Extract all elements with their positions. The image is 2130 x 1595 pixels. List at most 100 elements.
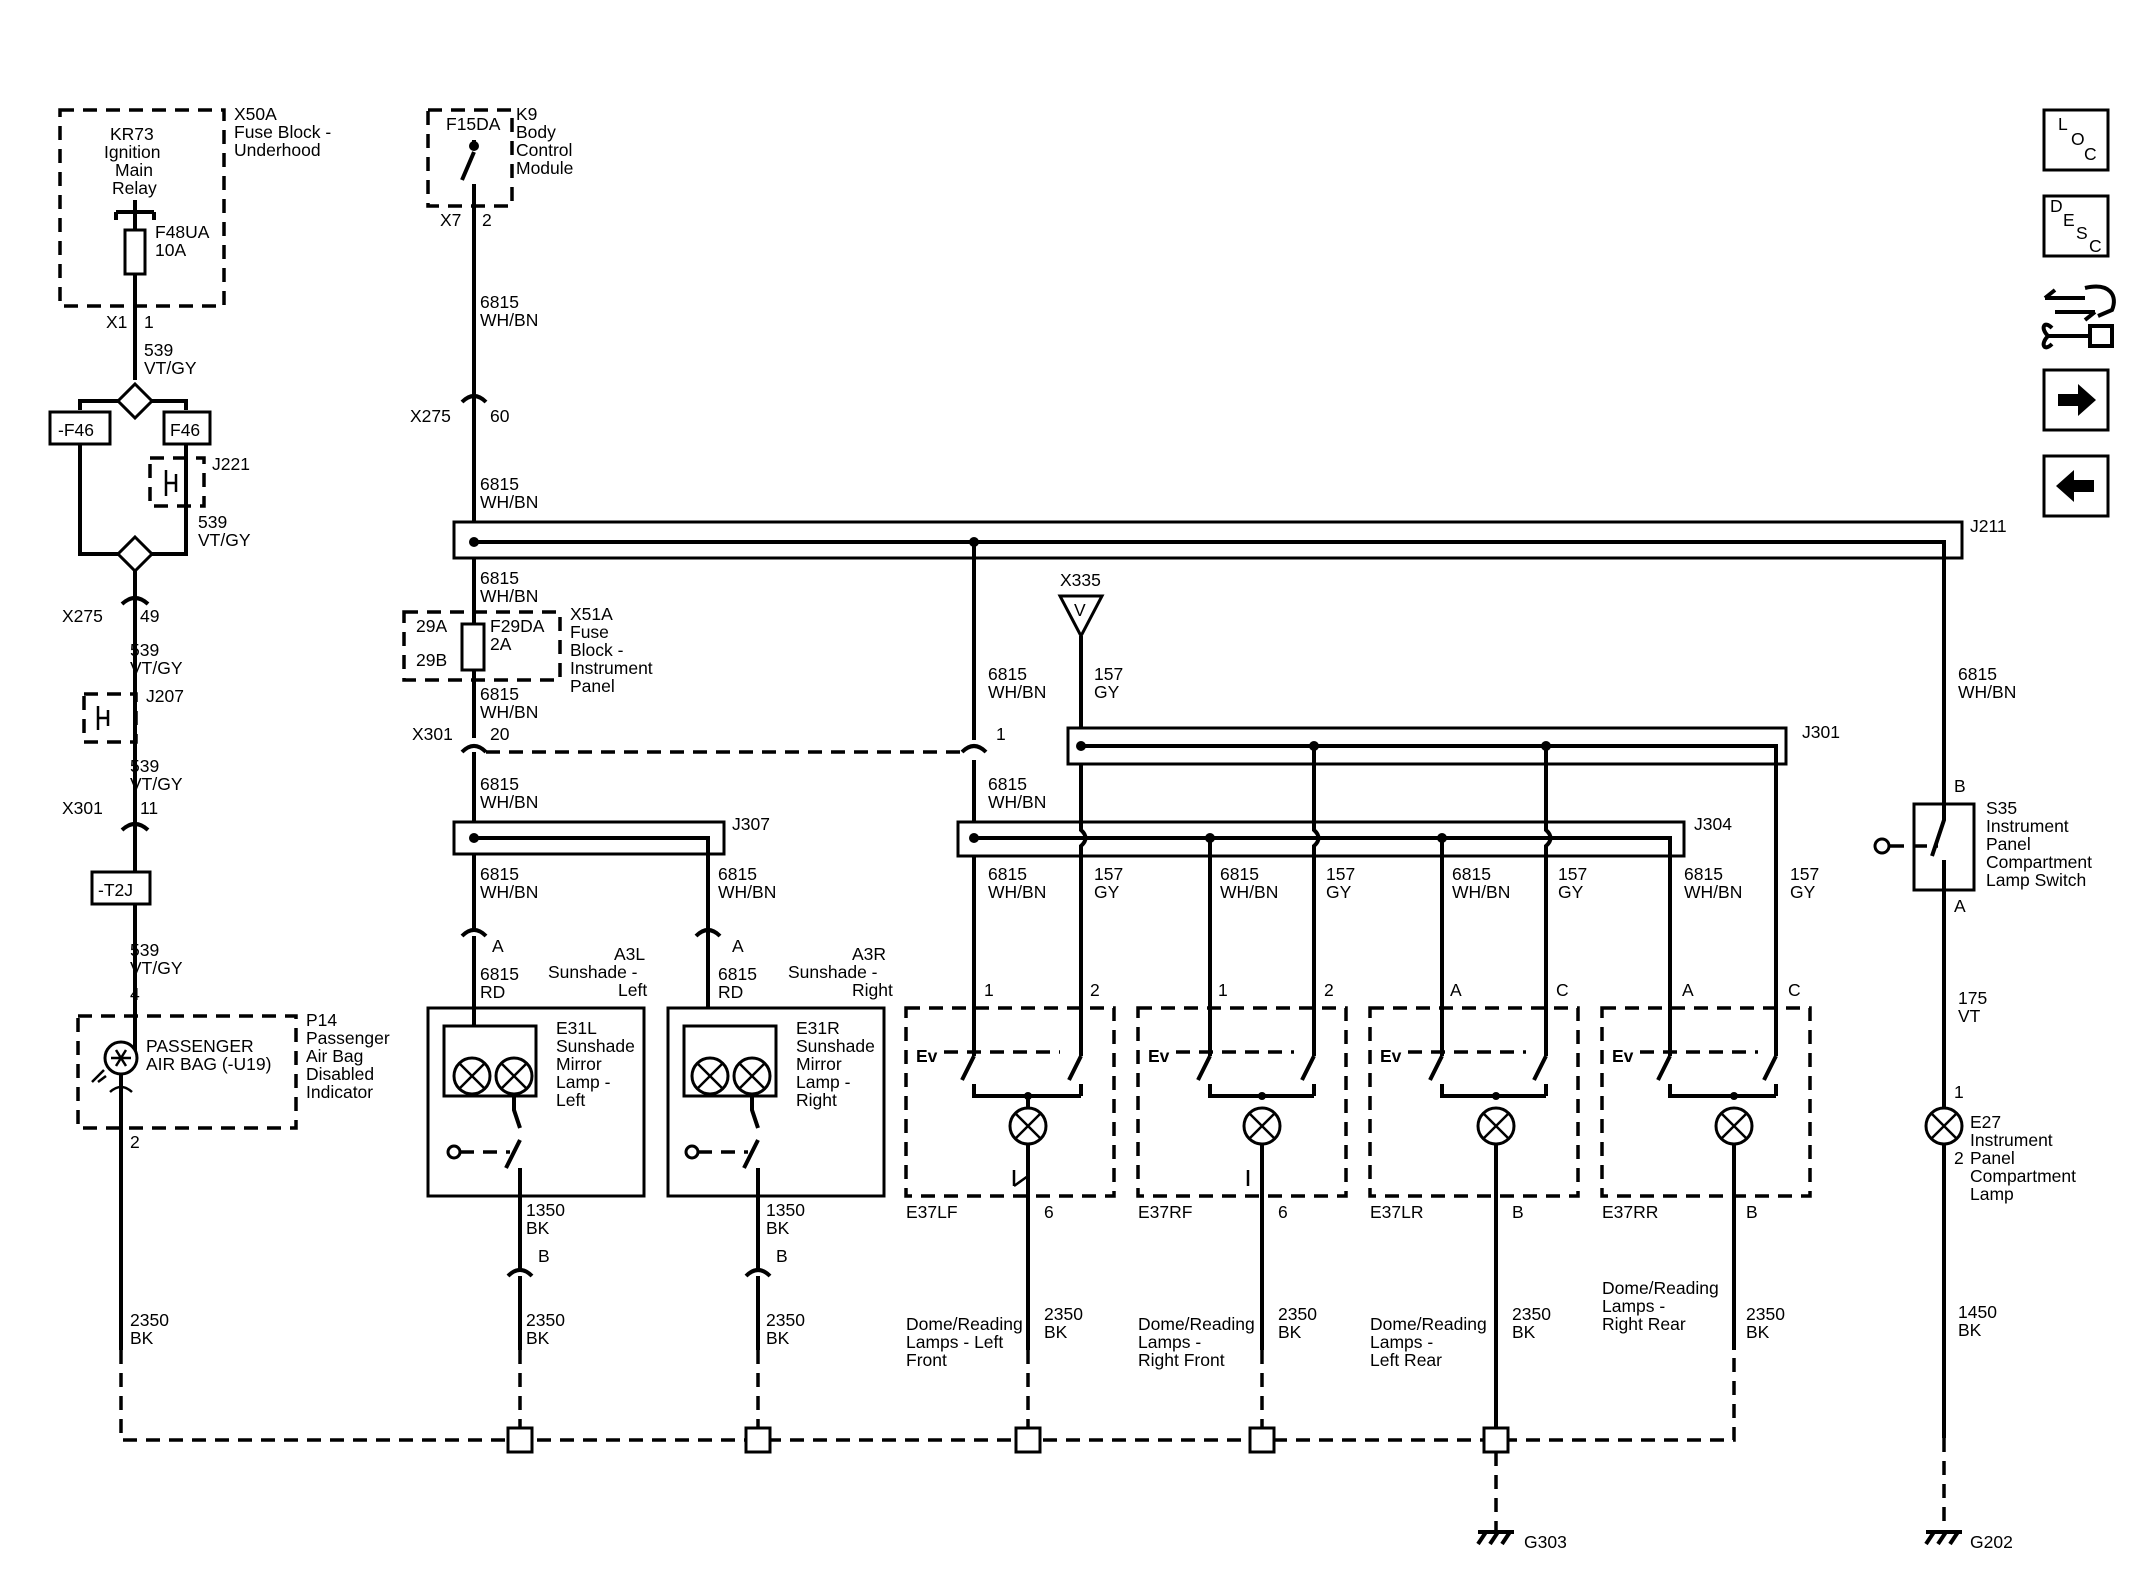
svg-text:E31R: E31R: [796, 1018, 840, 1038]
svg-text:K9: K9: [516, 104, 537, 124]
svg-text:Compartment: Compartment: [1970, 1166, 2076, 1186]
svg-text:WH/BN: WH/BN: [480, 882, 538, 902]
svg-text:WH/BN: WH/BN: [988, 792, 1046, 812]
x301-connector-icon-a: [120, 822, 150, 832]
svg-text:Right: Right: [796, 1090, 837, 1110]
e37rr-lamp-outline: [1600, 1006, 1812, 1198]
svg-text:157: 157: [1094, 664, 1123, 684]
svg-text:4: 4: [130, 984, 140, 1004]
svg-text:B: B: [1746, 1202, 1758, 1222]
dome-feeds: 6815 WH/BN X335 V 157 GY J301 6815 WH/BN…: [956, 542, 1840, 1056]
svg-text:Lamp Switch: Lamp Switch: [1986, 870, 2086, 890]
fuse-tag-f46: [162, 410, 212, 446]
svg-text:J307: J307: [732, 814, 770, 834]
svg-text:6815: 6815: [480, 774, 519, 794]
svg-text:Left: Left: [556, 1090, 585, 1110]
svg-text:F29DA: F29DA: [490, 616, 545, 636]
circuit-6815: F15DA K9 Body Control Module X7 2 6815 W…: [402, 104, 2007, 930]
svg-text:RD: RD: [718, 982, 743, 1002]
svg-text:2: 2: [130, 1132, 140, 1152]
svg-text:WH/BN: WH/BN: [480, 792, 538, 812]
svg-text:WH/BN: WH/BN: [718, 882, 776, 902]
svg-text:Lamps -: Lamps -: [1370, 1332, 1433, 1352]
svg-text:BK: BK: [1044, 1322, 1068, 1342]
f29da-label: F29DA 2A: [490, 616, 545, 654]
svg-text:2350: 2350: [1278, 1304, 1317, 1324]
glovebox-lamp-circuit: 6815 WH/BN B S35 Instrument Panel Compar…: [1873, 558, 2092, 1552]
svg-text:175: 175: [1958, 988, 1987, 1008]
circuit-539: KR73 Ignition Main Relay X50A Fuse Block…: [48, 104, 390, 1350]
svg-text:Sunshade -: Sunshade -: [548, 962, 638, 982]
svg-text:6815: 6815: [1452, 864, 1491, 884]
connector-wrench-icon[interactable]: [2041, 284, 2116, 350]
svg-text:S: S: [2076, 223, 2088, 243]
x50a-label: X50A Fuse Block - Underhood: [234, 104, 331, 160]
splice-diamond-bottom: [115, 534, 155, 574]
svg-text:BK: BK: [1746, 1322, 1770, 1342]
svg-text:2350: 2350: [526, 1310, 565, 1330]
svg-text:2: 2: [482, 210, 492, 230]
svg-text:29A: 29A: [416, 616, 447, 636]
svg-text:WH/BN: WH/BN: [480, 702, 538, 722]
x275-connector-icon: [120, 596, 150, 606]
e37rf-lamp-outline: [1136, 1006, 1348, 1198]
svg-text:-T2J: -T2J: [98, 880, 133, 900]
j207-splice-outline: [82, 692, 138, 744]
svg-text:S35: S35: [1986, 798, 2017, 818]
e37rf-desc: Dome/Reading Lamps - Right Front: [1138, 1314, 1255, 1370]
svg-text:Front: Front: [906, 1350, 947, 1370]
svg-text:49: 49: [140, 606, 159, 626]
svg-text:1350: 1350: [766, 1200, 805, 1220]
svg-text:WH/BN: WH/BN: [1452, 882, 1510, 902]
svg-text:A: A: [1682, 980, 1694, 1000]
svg-text:Right Rear: Right Rear: [1602, 1314, 1686, 1334]
e31r-label: E31R Sunshade Mirror Lamp - Right: [796, 1018, 875, 1110]
svg-text:Lamps -: Lamps -: [1138, 1332, 1201, 1352]
svg-text:6815: 6815: [988, 774, 1027, 794]
svg-text:VT/GY: VT/GY: [130, 658, 183, 678]
arrow-left-icon[interactable]: [2042, 454, 2110, 518]
desc-button[interactable]: D E S C: [2042, 194, 2110, 258]
svg-text:BK: BK: [526, 1218, 550, 1238]
p14-indicator-outline: [76, 1014, 298, 1130]
svg-text:E37LR: E37LR: [1370, 1202, 1424, 1222]
svg-text:Right Front: Right Front: [1138, 1350, 1225, 1370]
svg-text:157: 157: [1326, 864, 1355, 884]
svg-text:C: C: [2084, 144, 2097, 164]
e37lr-lamp-outline: [1368, 1006, 1580, 1198]
f48ua-fuse-icon: [123, 228, 147, 276]
arrow-right-icon[interactable]: [2042, 368, 2110, 432]
ground-junction-4: [1248, 1426, 1276, 1454]
s35-label: S35 Instrument Panel Compartment Lamp Sw…: [1986, 798, 2092, 890]
svg-text:A: A: [1954, 896, 1966, 916]
svg-text:2A: 2A: [490, 634, 512, 654]
svg-text:Panel: Panel: [1986, 834, 2031, 854]
svg-text:A: A: [732, 936, 744, 956]
svg-text:X275: X275: [62, 606, 103, 626]
svg-text:X275: X275: [410, 406, 451, 426]
x50a-fuse-block-outline: [58, 108, 226, 308]
svg-text:J301: J301: [1802, 722, 1840, 742]
loc-button[interactable]: L O C: [2042, 108, 2110, 172]
svg-text:VT: VT: [1958, 1006, 1981, 1026]
svg-text:BK: BK: [526, 1328, 550, 1348]
svg-text:2: 2: [1324, 980, 1334, 1000]
svg-text:BK: BK: [766, 1328, 790, 1348]
svg-text:BK: BK: [130, 1328, 154, 1348]
svg-text:Fuse: Fuse: [570, 622, 609, 642]
sunshade-right: A 6815 RD A3R Sunshade - Right E31R Suns…: [666, 928, 893, 1350]
svg-text:10A: 10A: [155, 240, 186, 260]
svg-text:VT/GY: VT/GY: [198, 530, 251, 550]
svg-text:VT/GY: VT/GY: [130, 958, 183, 978]
svg-text:Dome/Reading: Dome/Reading: [1602, 1278, 1719, 1298]
x51a-fuse-block-outline: [402, 610, 562, 682]
svg-text:6815: 6815: [1684, 864, 1723, 884]
svg-text:6: 6: [1044, 1202, 1054, 1222]
svg-text:WH/BN: WH/BN: [1684, 882, 1742, 902]
svg-text:G303: G303: [1524, 1532, 1567, 1552]
e31l-label: E31L Sunshade Mirror Lamp - Left: [556, 1018, 635, 1110]
svg-text:29B: 29B: [416, 650, 447, 670]
ground-junction-1: [506, 1426, 534, 1454]
svg-text:A3R: A3R: [852, 944, 886, 964]
